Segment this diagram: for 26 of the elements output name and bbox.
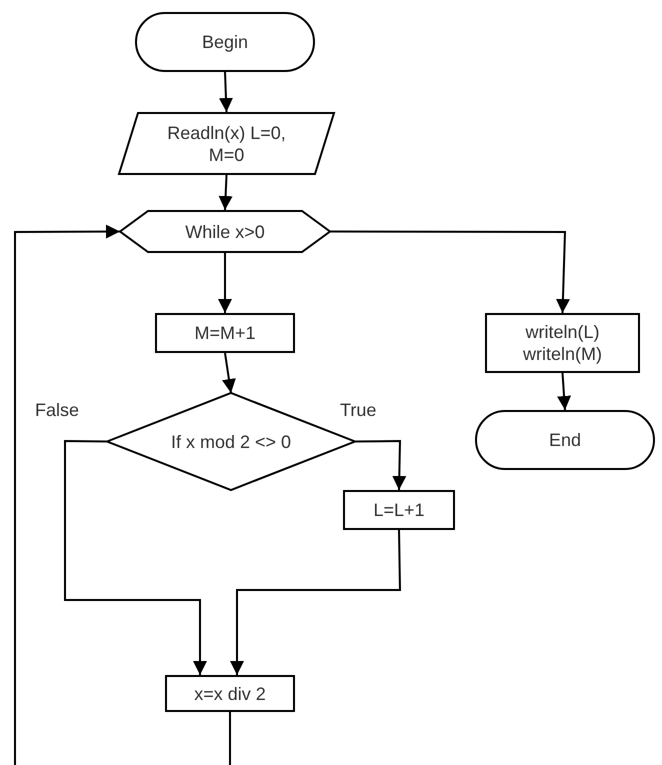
node-label: If x mod 2 <> 0 — [170, 430, 292, 452]
node-label: M=M+1 — [194, 322, 256, 344]
input-parallelogram — [118, 112, 335, 175]
connector-line — [229, 712, 231, 765]
node-label: Readln(x) L=0, M=0 — [166, 122, 287, 166]
arrow — [218, 253, 232, 313]
arrow — [14, 224, 120, 765]
arrow — [330, 230, 570, 314]
loop-hexagon — [120, 210, 330, 253]
output-box — [485, 313, 640, 373]
process-box — [155, 313, 295, 353]
node-label: While x>0 — [185, 220, 265, 242]
arrow — [230, 530, 402, 675]
process-box — [343, 490, 455, 530]
node-label: L=L+1 — [373, 499, 425, 521]
process-box — [165, 675, 295, 712]
node-label: x=x div 2 — [194, 682, 266, 704]
arrow — [218, 72, 233, 112]
node-label: End — [548, 429, 582, 451]
arrow — [222, 352, 236, 394]
arrow — [218, 174, 233, 210]
arrow — [354, 440, 406, 490]
arrow — [64, 440, 207, 675]
node-label: Begin — [202, 31, 248, 53]
arrow — [557, 372, 572, 410]
node-label: writeln(L) writeln(M) — [522, 321, 603, 365]
